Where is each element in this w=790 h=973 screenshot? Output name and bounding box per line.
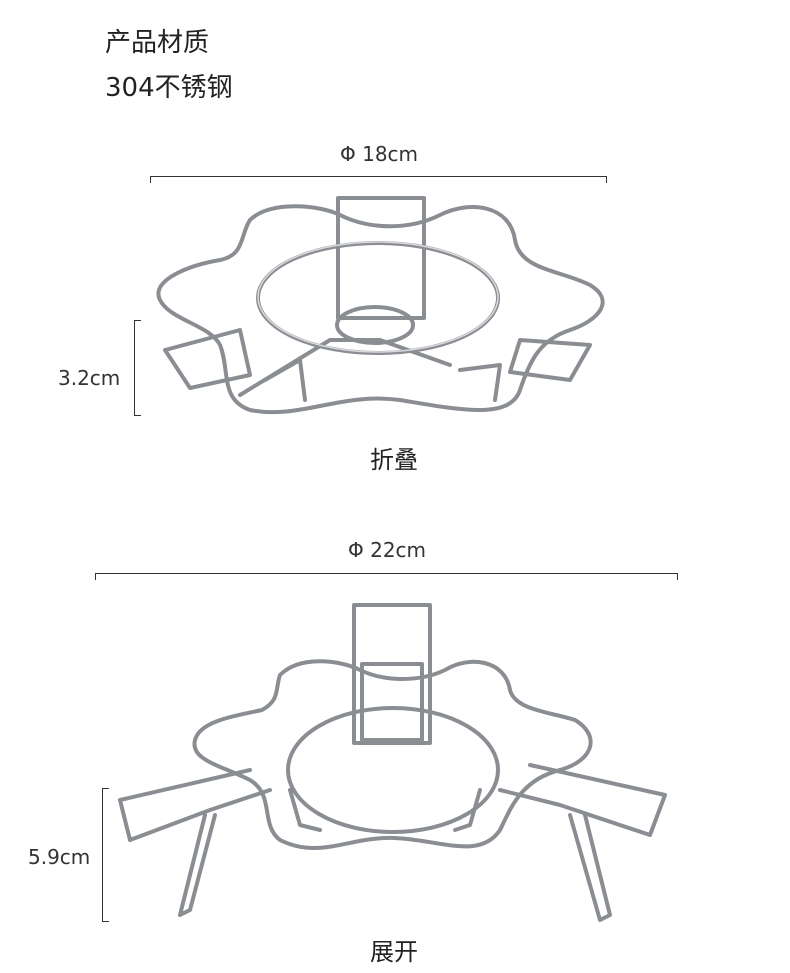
material-heading: 产品材质 — [105, 28, 210, 58]
folded-caption: 折叠 — [370, 446, 418, 474]
folded-height-label: 3.2cm — [58, 366, 121, 390]
unfolded-caption: 展开 — [370, 938, 418, 966]
material-value: 304不锈钢 — [105, 73, 233, 103]
unfolded-height-label: 5.9cm — [28, 845, 91, 869]
folded-height-line — [134, 320, 141, 416]
folded-diameter-line — [150, 176, 607, 183]
folded-rack-image — [156, 196, 605, 415]
unfolded-diameter-line — [95, 573, 678, 580]
unfolded-rack-image — [118, 603, 667, 922]
folded-diameter-label: Φ 18cm — [340, 142, 419, 166]
unfolded-diameter-label: Φ 22cm — [348, 538, 427, 562]
unfolded-height-line — [102, 788, 109, 922]
